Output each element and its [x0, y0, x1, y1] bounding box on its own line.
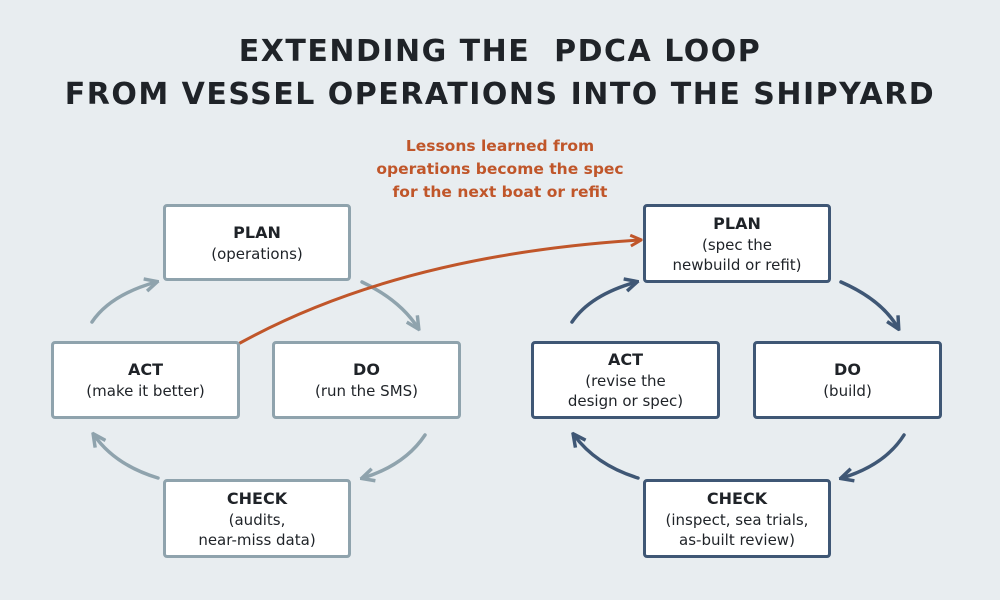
arrow-right-do-to-check — [842, 433, 906, 478]
left-do-box: DO (run the SMS) — [272, 341, 461, 419]
arrow-left-do-to-check — [363, 433, 427, 478]
right-check-box: CHECK (inspect, sea trials, as-built rev… — [643, 479, 831, 558]
arrow-left-act-to-plan — [90, 282, 156, 324]
left-act-box: ACT (make it better) — [51, 341, 240, 419]
left-do-title: DO — [353, 360, 380, 379]
left-act-title: ACT — [127, 360, 164, 379]
left-plan-subtitle: (operations) — [211, 244, 303, 263]
lessons-learned-annotation: Lessons learned from operations become t… — [330, 135, 670, 204]
right-check-title: CHECK — [706, 488, 768, 508]
left-plan-title: PLAN — [233, 222, 281, 242]
title-line-2: FROM VESSEL OPERATIONS INTO THE SHIPYARD — [64, 77, 936, 112]
left-do-subtitle: (run the SMS) — [314, 382, 419, 400]
left-act-subtitle: (make it better) — [86, 382, 205, 400]
right-check-subtitle: (inspect, sea trials, as-built review) — [665, 510, 809, 549]
annotation-line-1: Lessons learned from — [405, 137, 595, 155]
arrow-left-plan-to-do — [360, 280, 418, 328]
left-plan-box: PLAN (operations) — [163, 204, 351, 281]
arrow-lessons-learned — [238, 240, 640, 345]
right-do-title: DO — [834, 360, 861, 379]
arrow-right-plan-to-do — [839, 280, 898, 328]
title-line-1: EXTENDING THE PDCA LOOP — [238, 34, 762, 69]
page-title: EXTENDING THE PDCA LOOP FROM VESSEL OPER… — [0, 30, 1000, 116]
annotation-line-2: operations become the spec — [376, 160, 624, 178]
right-plan-subtitle: (spec the newbuild or refit) — [672, 235, 802, 274]
right-act-box: ACT (revise the design or spec) — [531, 341, 720, 419]
right-act-subtitle: (revise the design or spec) — [567, 372, 684, 410]
left-check-box: CHECK (audits, near-miss data) — [163, 479, 351, 558]
right-plan-title: PLAN — [713, 213, 761, 233]
right-act-title: ACT — [607, 350, 644, 369]
arrow-right-check-to-act — [574, 435, 640, 480]
right-do-subtitle: (build) — [823, 382, 872, 400]
arrow-right-act-to-plan — [570, 282, 636, 324]
right-plan-box: PLAN (spec the newbuild or refit) — [643, 204, 831, 283]
left-check-subtitle: (audits, near-miss data) — [198, 510, 316, 549]
annotation-line-3: for the next boat or refit — [392, 183, 608, 201]
right-do-box: DO (build) — [753, 341, 942, 419]
arrow-left-check-to-act — [94, 435, 160, 480]
left-check-title: CHECK — [226, 488, 288, 508]
